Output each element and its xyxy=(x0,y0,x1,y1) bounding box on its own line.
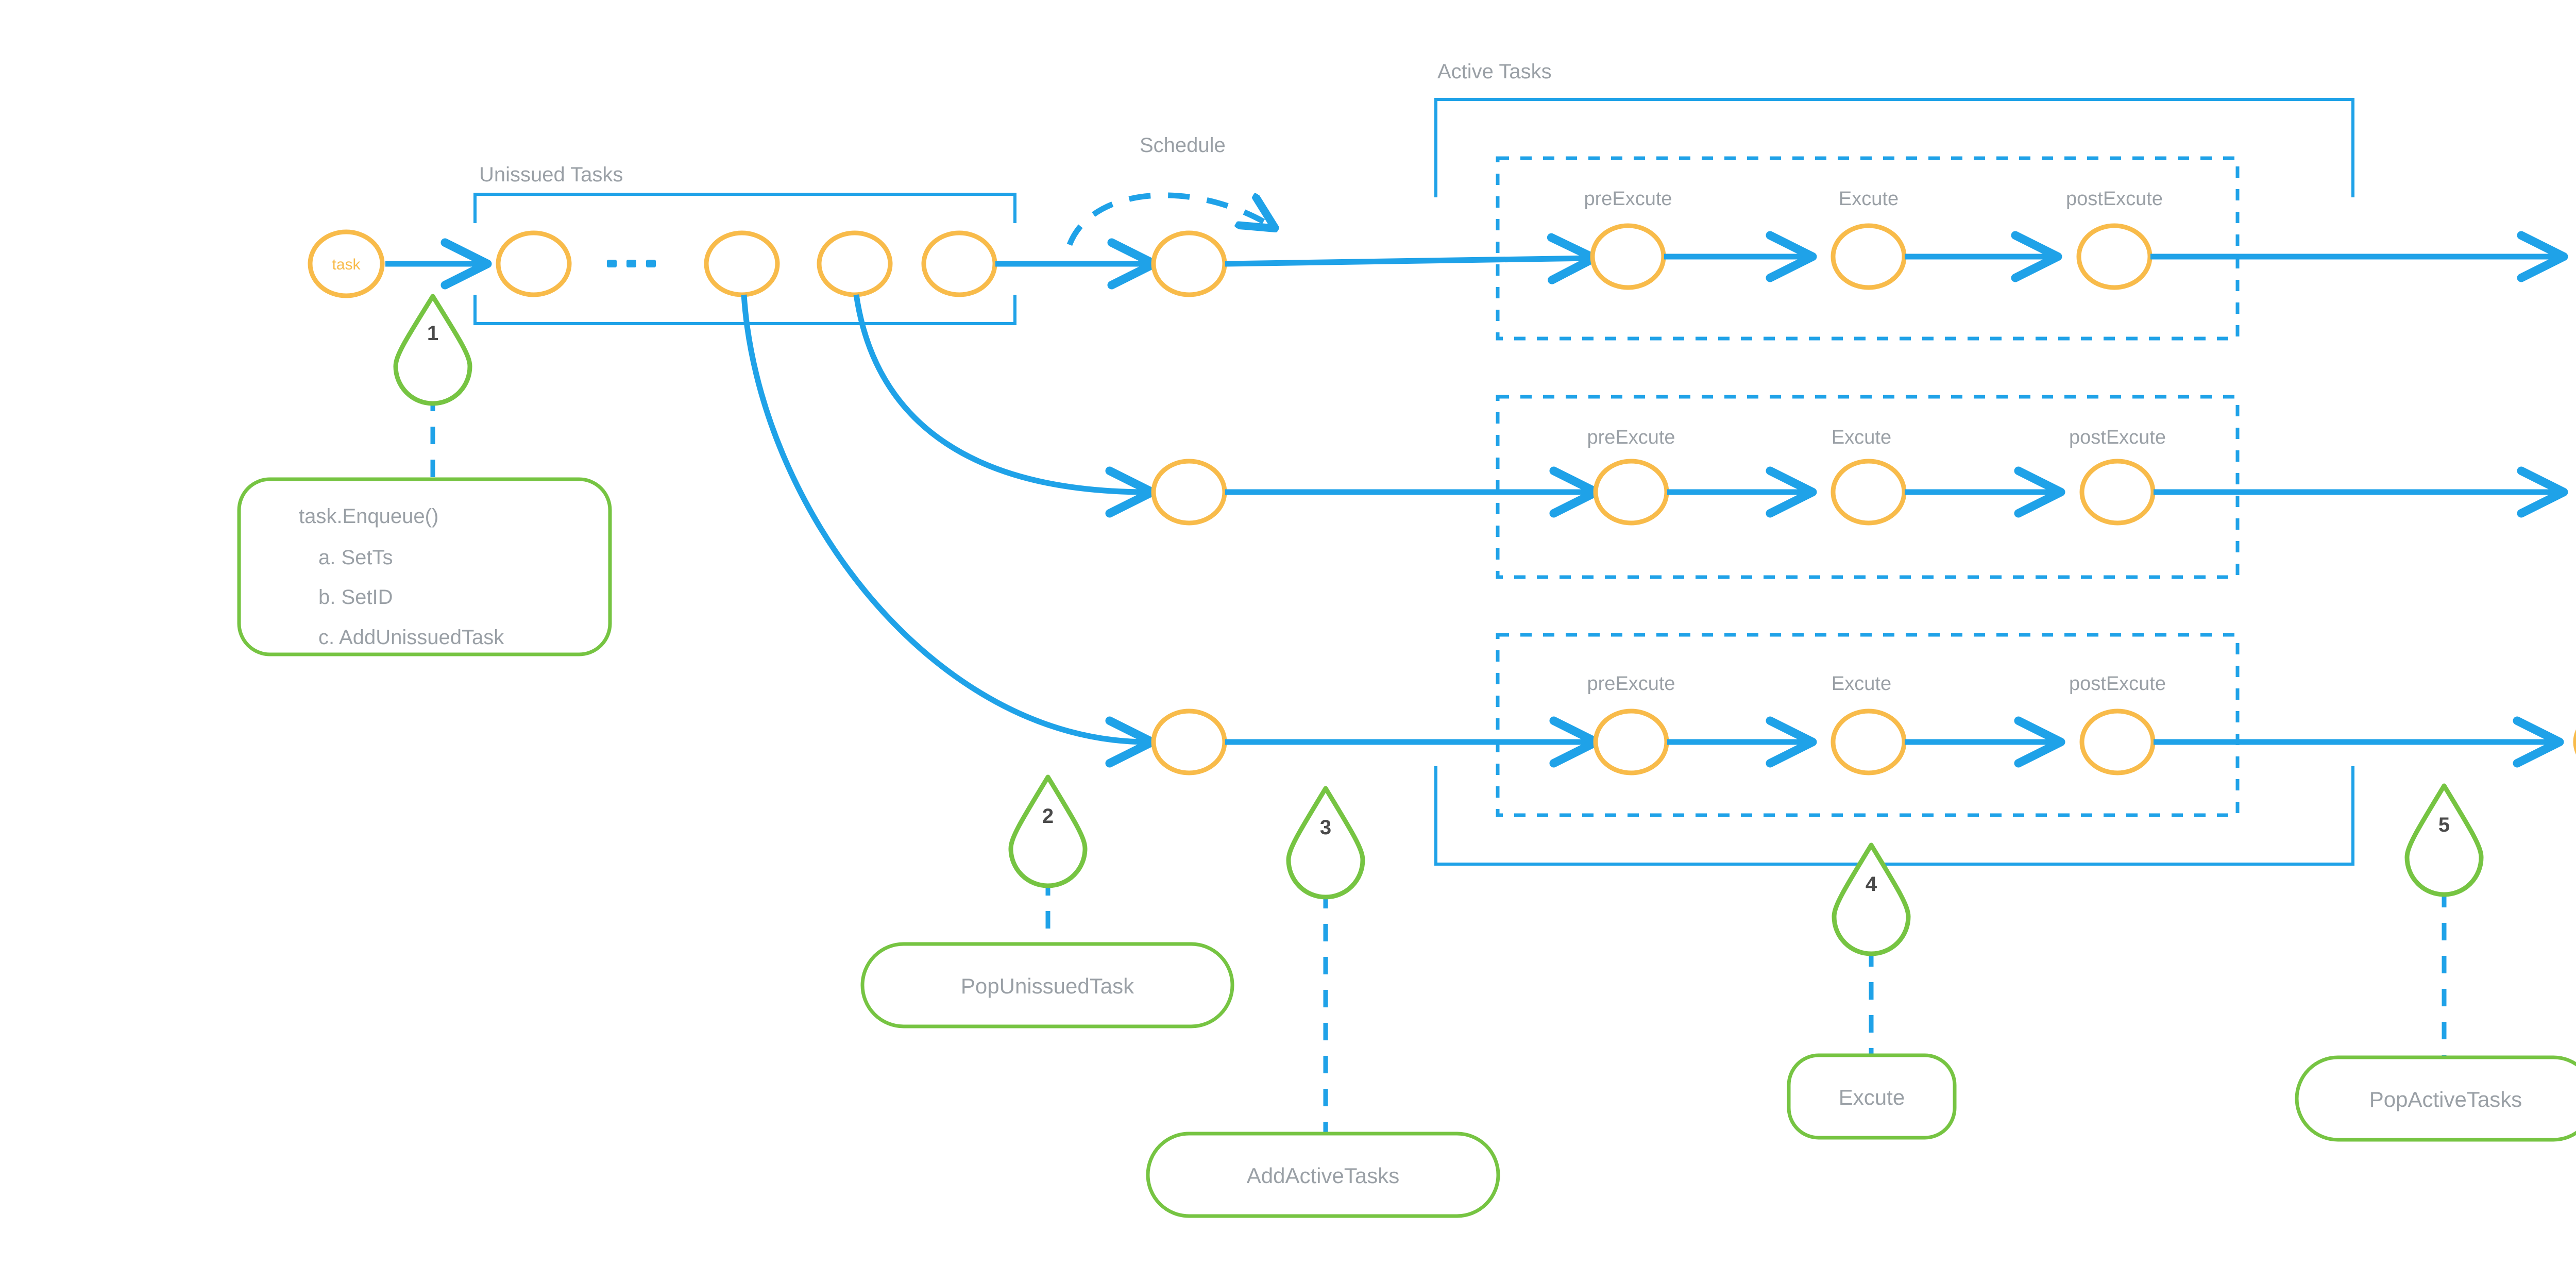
callout-enqueue-line-0: task.Enqueue() xyxy=(299,505,438,528)
marker-5-number: 5 xyxy=(2438,814,2450,836)
callout-enqueue-line-2: b. SetID xyxy=(318,586,393,609)
lane-1-stage-2-node[interactable] xyxy=(2079,459,2156,526)
callout-excute[interactable]: Excute xyxy=(1787,1053,1957,1140)
queue-ellipsis xyxy=(607,260,656,267)
lane-2-stage-2-label: postExcute xyxy=(2069,673,2166,695)
lane-box-1 xyxy=(1496,395,2240,579)
queue-node-3[interactable] xyxy=(921,230,997,297)
edge-label-schedule: Schedule xyxy=(1140,134,1226,157)
source-task-node[interactable]: task xyxy=(308,229,385,298)
lane-2-stage-0-node[interactable] xyxy=(1593,709,1669,775)
marker-3-pin[interactable]: 3 xyxy=(1286,786,1365,900)
lane-box-2 xyxy=(1496,633,2240,817)
source-task-label: task xyxy=(332,256,361,273)
queue-node-0[interactable] xyxy=(496,230,572,297)
callout-enqueue-line-1: a. SetTs xyxy=(318,546,393,569)
lane-0-stage-1-node[interactable] xyxy=(1831,223,1907,290)
lane-2-stage-0-label: preExcute xyxy=(1587,673,1675,695)
lane-dashed-boxes xyxy=(1496,156,2240,817)
lane-entry-node-2[interactable] xyxy=(1151,709,1227,775)
queue-node-1[interactable] xyxy=(704,230,780,297)
lane-1-stage-0-label: preExcute xyxy=(1587,427,1675,448)
lane-0-stage-0-label: preExcute xyxy=(1584,188,1672,210)
lane-2-stage-1-label: Excute xyxy=(1832,673,1891,695)
marker-4-number: 4 xyxy=(1866,873,1877,896)
marker-2-pin[interactable]: 2 xyxy=(1008,774,1088,888)
callout-enqueue[interactable]: task.Enqueue() a. SetTs b. SetID c. AddU… xyxy=(237,477,612,656)
lane-0-stage-1-label: Excute xyxy=(1839,188,1899,210)
lane-entry-node-0[interactable] xyxy=(1151,230,1227,297)
edge-queue2-to-lane1 xyxy=(853,294,1157,518)
active-tasks-bracket xyxy=(1434,98,2354,866)
edge-queue1-to-lane2 xyxy=(741,294,1157,768)
callout-add-active-label: AddActiveTasks xyxy=(1247,1163,1399,1188)
callout-pop-active-label: PopActiveTasks xyxy=(2369,1087,2522,1111)
lane-box-0 xyxy=(1496,156,2240,341)
callout-pop-unissued[interactable]: PopUnissuedTask xyxy=(860,942,1234,1028)
callout-enqueue-line-3: c. AddUnissuedTask xyxy=(318,626,504,649)
marker-2-number: 2 xyxy=(1042,805,1054,828)
lane-1-stage-0-node[interactable] xyxy=(1593,459,1669,526)
queue-node-2[interactable] xyxy=(817,230,893,297)
lane-1-stage-2-label: postExcute xyxy=(2069,427,2166,448)
callout-pop-active[interactable]: PopActiveTasks xyxy=(2295,1055,2576,1142)
callout-excute-label: Excute xyxy=(1839,1085,1905,1109)
group-label-active-tasks: Active Tasks xyxy=(1437,60,1552,83)
lane-entry-node-1[interactable] xyxy=(1151,459,1227,526)
marker-3-number: 3 xyxy=(1320,816,1331,839)
callout-pop-unissued-label: PopUnissuedTask xyxy=(961,974,1134,998)
marker-4-pin[interactable]: 4 xyxy=(1832,842,1911,956)
marker-1-pin[interactable]: 1 xyxy=(393,294,472,406)
lane-0-stage-0-node[interactable] xyxy=(1590,223,1666,290)
marker-1-number: 1 xyxy=(427,322,438,345)
lane-2-stage-1-node[interactable] xyxy=(1831,709,1907,775)
lane-0-stage-2-label: postExcute xyxy=(2066,188,2163,210)
lane-1-stage-1-node[interactable] xyxy=(1831,459,1907,526)
edge-entry0-to-pre0 xyxy=(1225,233,1599,284)
lane-2-stage-2-node[interactable] xyxy=(2079,709,2156,775)
lane-0-stage-2-node[interactable] xyxy=(2076,223,2153,290)
callout-add-active[interactable]: AddActiveTasks xyxy=(1146,1132,1500,1218)
marker-5-pin[interactable]: 5 xyxy=(2404,783,2484,897)
lane-1-stage-1-label: Excute xyxy=(1832,427,1891,448)
group-label-unissued-tasks: Unissued Tasks xyxy=(479,163,623,186)
